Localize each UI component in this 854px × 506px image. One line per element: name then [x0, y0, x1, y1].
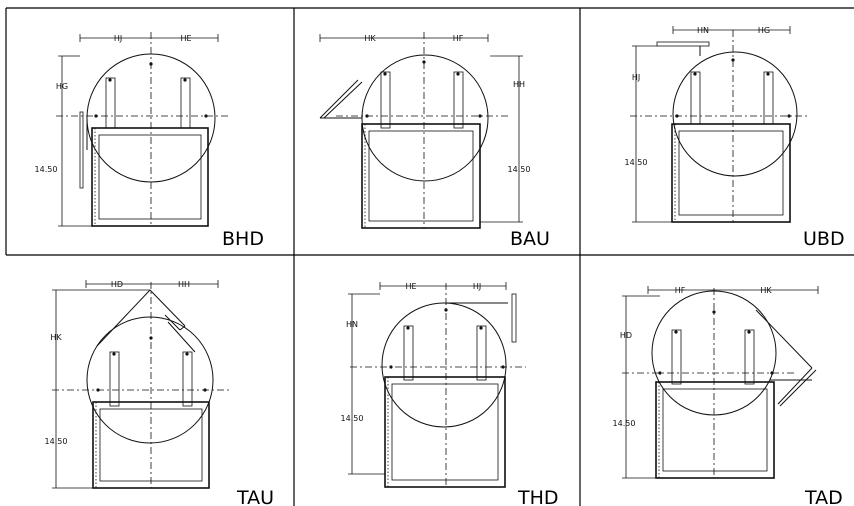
centerlines: [630, 30, 808, 222]
fan-housing: [79, 53, 216, 189]
dim-h1: HJ: [114, 34, 122, 43]
panel-tau: HD HH HK 14.50 TAU: [45, 280, 274, 506]
dim-h1: HF: [675, 286, 686, 295]
base-frame: [655, 381, 775, 479]
arrangement-label: BAU: [510, 228, 550, 250]
fan-housing: [656, 41, 798, 177]
dimension-lines: [319, 34, 523, 223]
dim-h2: HE: [180, 34, 191, 43]
dimension-lines: [52, 280, 219, 489]
dimension-lines: [348, 282, 507, 475]
dim-h1: HE: [405, 282, 416, 291]
base-frame: [91, 127, 209, 227]
panel-thd: HE HJ HN 14.50 THD: [341, 282, 559, 506]
arrangement-label: THD: [517, 487, 559, 506]
fan-housing: [381, 293, 517, 428]
dim-v2: 14.50: [35, 165, 58, 174]
dimension-lines: [58, 34, 219, 227]
dimension-lines: [622, 286, 819, 479]
arrangement-label: TAU: [236, 487, 274, 506]
dim-h2: HG: [758, 26, 770, 35]
centerlines: [52, 282, 230, 488]
dim-h1: HD: [111, 280, 123, 289]
dim-h2: HF: [453, 34, 464, 43]
motor-mount-posts: [403, 325, 487, 381]
base-frame: [361, 123, 481, 229]
dim-v2: 14.50: [508, 165, 531, 174]
motor-mount-posts: [105, 77, 191, 129]
dim-h2: HK: [760, 286, 772, 295]
dim-v2: 14.50: [45, 437, 68, 446]
fan-housing: [319, 54, 489, 182]
motor-mount-posts: [671, 329, 755, 385]
base-frame: [384, 376, 506, 488]
dim-v1: HH: [513, 80, 525, 89]
panel-bau: HK HF HH 14.50 BAU: [319, 32, 550, 250]
centerlines: [56, 32, 230, 226]
dim-v1: HN: [346, 320, 358, 329]
arrangement-label: UBD: [803, 228, 845, 250]
panel-ubd: HN HG HJ 14.50 UBD: [625, 26, 845, 250]
dim-h2: HH: [178, 280, 190, 289]
motor-mount-posts: [380, 71, 464, 129]
dim-v2: 14.50: [613, 419, 636, 428]
base-frame: [92, 401, 210, 489]
grid-frame: [5, 7, 854, 506]
dim-v1: HJ: [632, 73, 640, 82]
dim-v2: 14.50: [625, 158, 648, 167]
base-frame: [671, 123, 791, 223]
panel-tad: HF HK HD 14.50 TAD: [613, 286, 843, 506]
panel-bhd: HJ HE HG 14.50 BHD: [35, 32, 264, 250]
dim-h1: HK: [364, 34, 376, 43]
dimension-lines: [632, 26, 791, 223]
dim-v1: HK: [50, 333, 62, 342]
arrangement-label: BHD: [222, 228, 264, 250]
fan-housing: [86, 289, 214, 444]
motor-mount-posts: [109, 351, 193, 407]
centerlines: [622, 288, 796, 478]
arrangement-label: TAD: [804, 487, 843, 506]
dim-h2: HJ: [473, 282, 481, 291]
fan-housing: [651, 290, 817, 416]
dim-v2: 14.50: [341, 414, 364, 423]
centerlines: [350, 283, 526, 487]
dim-v1: HG: [56, 82, 68, 91]
dim-h1: HN: [697, 26, 709, 35]
dim-v1: HD: [620, 331, 632, 340]
